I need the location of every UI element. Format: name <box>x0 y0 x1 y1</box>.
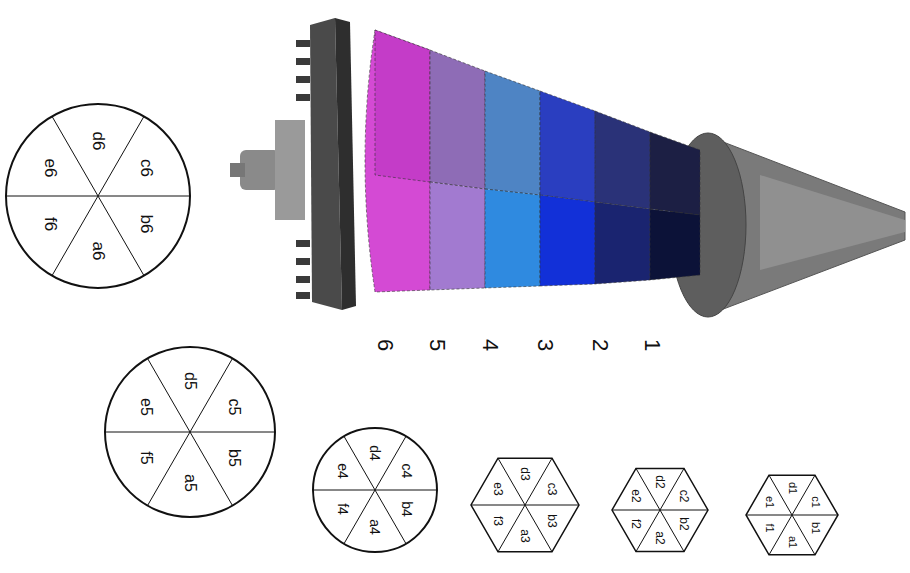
section-hexagon: d1 c1 b1 a1 f1 e1 <box>744 467 840 563</box>
section-outline <box>4 102 192 290</box>
sector-label: b3 <box>546 514 558 527</box>
section-hexagon: d3 c3 b3 a3 f3 e3 <box>469 449 581 561</box>
sector-label: e5 <box>138 398 154 416</box>
sector-label: b2 <box>678 517 690 530</box>
sector-label: a3 <box>519 530 531 543</box>
sector-label: e4 <box>336 464 350 480</box>
sector-label: a2 <box>654 531 666 544</box>
sector-label: b5 <box>226 449 242 467</box>
sector-label: e2 <box>630 489 642 502</box>
ring-number: 6 <box>374 339 396 351</box>
section-hexagon: d2 c2 b2 a2 f2 e2 <box>610 460 710 560</box>
sector-label: d2 <box>654 475 666 488</box>
sector-label: d1 <box>787 482 798 494</box>
sector-label: a1 <box>787 536 798 548</box>
ring-number: 1 <box>641 339 663 351</box>
detector-bands <box>365 30 700 292</box>
flange-teeth <box>296 40 310 299</box>
ring-number: 4 <box>479 339 501 351</box>
sector-label: c4 <box>400 464 414 479</box>
flange-edge <box>335 18 356 310</box>
sector-label: e3 <box>492 483 504 496</box>
section-circle: d4 c4 b4 a4 f4 e4 <box>311 426 439 554</box>
sector-label: f3 <box>492 516 504 526</box>
ring-number: 3 <box>534 339 556 351</box>
sector-label: d3 <box>519 467 531 480</box>
sector-label: c3 <box>546 483 558 496</box>
sector-label: b1 <box>810 522 821 534</box>
ring-number: 5 <box>426 339 448 351</box>
section-outline <box>744 467 840 563</box>
sector-label: f4 <box>336 503 350 515</box>
sector-label: a6 <box>90 242 107 261</box>
sector-label: c5 <box>226 398 242 415</box>
cone-highlight <box>760 175 905 270</box>
nozzle <box>240 150 280 190</box>
sector-label: b6 <box>137 214 154 233</box>
section-circle: d6 c6 b6 a6 f6 e6 <box>4 102 192 290</box>
sector-label: b4 <box>400 501 414 517</box>
sector-label: f2 <box>630 519 642 529</box>
sector-label: a4 <box>368 519 382 535</box>
sector-label: f1 <box>763 524 774 533</box>
sector-label: e6 <box>42 159 59 178</box>
nozzle-tip <box>230 163 245 177</box>
ring-number: 2 <box>589 339 611 351</box>
sector-label: d4 <box>368 445 382 461</box>
sector-label: c2 <box>678 490 690 503</box>
section-outline <box>469 449 581 561</box>
section-outline <box>103 345 277 519</box>
section-circle: d5 c5 b5 a5 f5 e5 <box>103 345 277 519</box>
sector-label: c1 <box>810 496 821 508</box>
sector-label: e1 <box>763 496 774 508</box>
sector-label: d5 <box>182 372 198 390</box>
sector-label: f5 <box>138 451 154 464</box>
flange-hub <box>275 120 305 220</box>
sector-label: f6 <box>42 217 59 231</box>
sector-label: d6 <box>90 131 107 150</box>
section-outline <box>610 460 710 560</box>
sector-label: c6 <box>137 159 154 177</box>
sector-label: a5 <box>182 474 198 492</box>
